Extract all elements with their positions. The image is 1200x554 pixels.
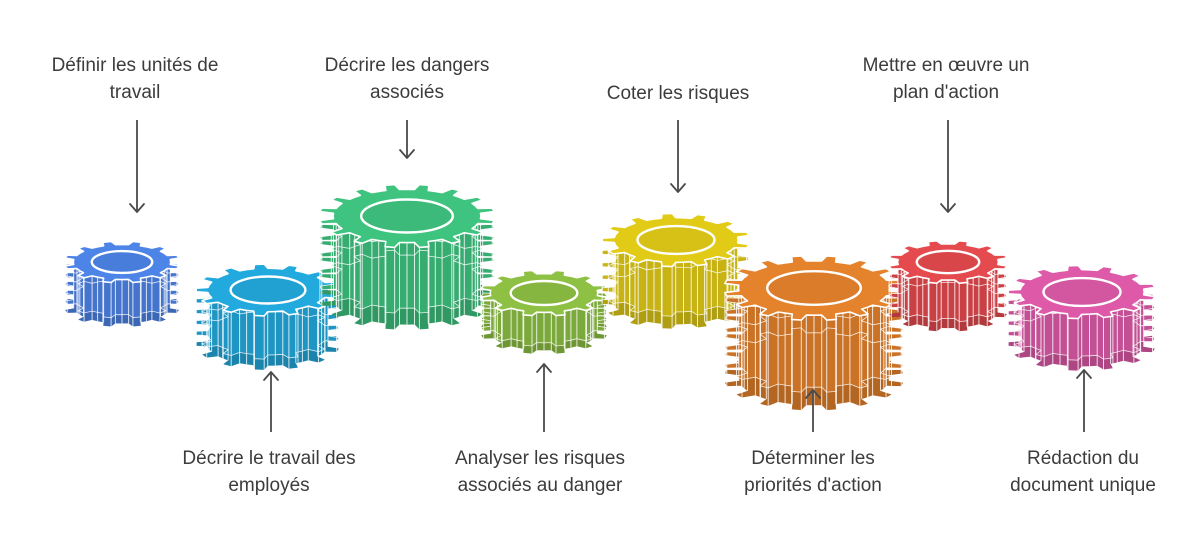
gear-6-hub — [766, 270, 863, 307]
gear-8-hub — [1042, 276, 1122, 308]
gear-4-hub — [509, 279, 579, 307]
step-label-2: Décrire le travail des employés — [182, 448, 356, 496]
gear-1 — [64, 240, 180, 327]
step-arrow-7 — [940, 120, 956, 213]
gear-4 — [480, 269, 608, 354]
step-arrow-8 — [1076, 369, 1092, 432]
gear-8 — [1007, 264, 1156, 371]
gear-6 — [724, 255, 904, 411]
gear-2-hub — [229, 275, 307, 305]
step-label-3: Décrire les dangers associés — [324, 55, 490, 103]
gear-3 — [319, 183, 495, 330]
step-arrow-4 — [536, 363, 552, 432]
gear-1-hub — [90, 249, 154, 275]
gear-5-hub — [636, 224, 716, 256]
step-arrow-3 — [399, 120, 415, 159]
step-arrow-1 — [129, 120, 145, 213]
step-arrow-5 — [670, 120, 686, 193]
gear-3-hub — [360, 198, 455, 234]
gear-2 — [195, 263, 340, 370]
step-label-7: Mettre en œuvre un plan d'action — [862, 55, 1030, 103]
step-arrow-2 — [263, 371, 279, 432]
step-label-8: Rédaction du document unique — [1010, 448, 1156, 496]
gear-7-hub — [915, 249, 981, 275]
step-label-4: Analyser les risques associés au danger — [454, 448, 626, 496]
gear-7 — [888, 240, 1008, 332]
step-arrow-6 — [805, 389, 821, 432]
step-label-5: Coter les risques — [606, 83, 750, 104]
step-label-6: Déterminer les priorités d'action — [744, 448, 882, 496]
step-label-1: Définir les unités de travail — [51, 55, 219, 103]
gear-5 — [601, 212, 750, 329]
